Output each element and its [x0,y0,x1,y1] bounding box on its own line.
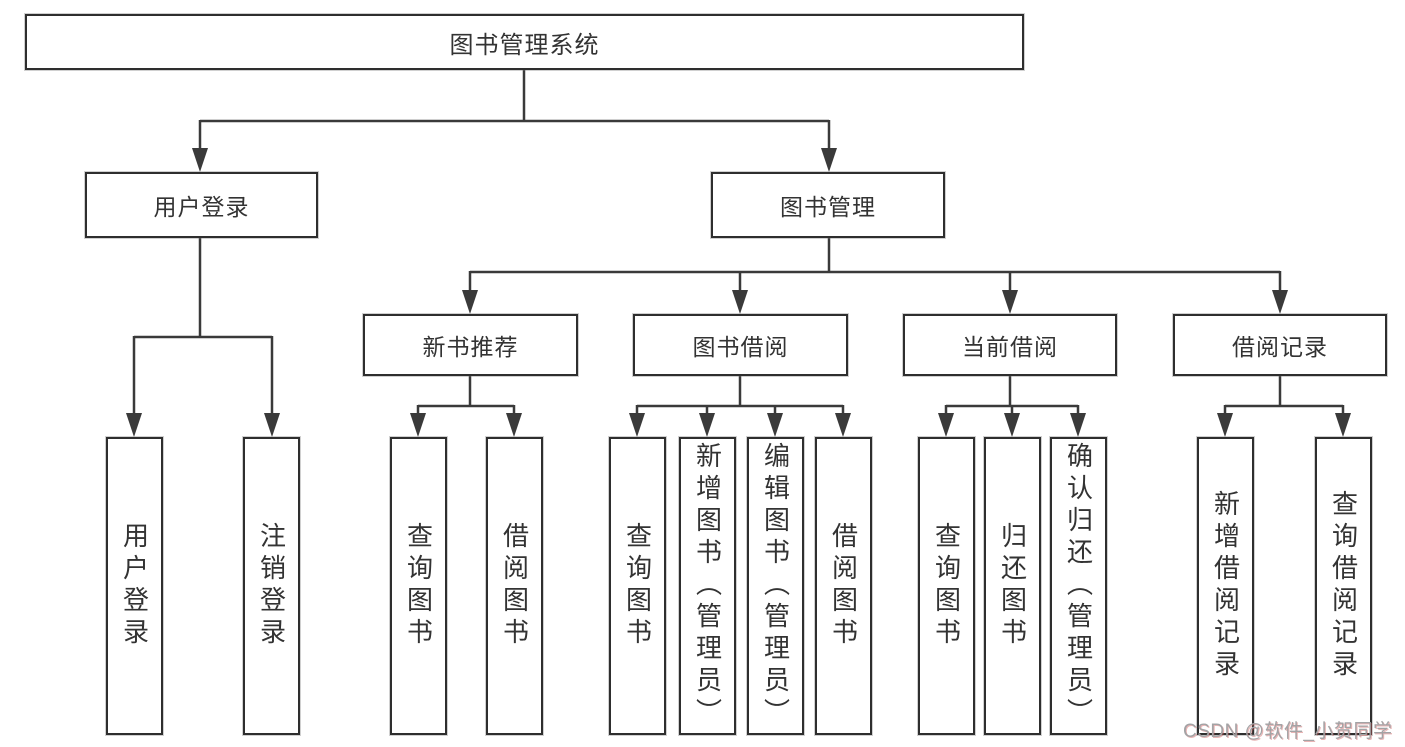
node-label: 用户登录 [153,194,250,220]
node-label: 确认归还（管理员） [1063,442,1094,730]
node-label: 图书管理系统 [449,31,600,59]
node-label: 查询图书 [403,522,434,650]
leaf-current-return-book: 归还图书 [984,437,1041,735]
node-label: 图书借阅 [692,334,789,360]
node-label: 用户登录 [119,522,150,650]
node-root-system: 图书管理系统 [25,14,1024,70]
leaf-user-login: 用户登录 [106,437,163,735]
node-label: 查询图书 [931,522,962,650]
leaf-records-add-record: 新增借阅记录 [1197,437,1254,735]
node-label: 借阅图书 [828,522,859,650]
node-borrow-records: 借阅记录 [1173,314,1387,376]
leaf-borrow-add-book-admin: 新增图书（管理员） [679,437,736,735]
node-label: 借阅图书 [499,522,530,650]
node-current-borrow: 当前借阅 [903,314,1117,376]
node-label: 查询图书 [622,522,653,650]
node-label: 注销登录 [256,522,287,650]
node-label: 查询借阅记录 [1328,490,1359,682]
leaf-borrow-edit-book-admin: 编辑图书（管理员） [747,437,804,735]
node-user-login: 用户登录 [85,172,318,238]
leaf-current-search-book: 查询图书 [918,437,975,735]
leaf-newbook-search-book: 查询图书 [390,437,447,735]
node-label: 借阅记录 [1232,334,1328,360]
node-label: 新书推荐 [422,334,519,360]
node-label: 新增借阅记录 [1210,490,1241,682]
node-new-book-recommend: 新书推荐 [363,314,578,376]
node-label: 当前借阅 [962,334,1058,360]
node-label: 新增图书（管理员） [692,442,723,730]
leaf-logout: 注销登录 [243,437,300,735]
leaf-borrow-search-book: 查询图书 [609,437,666,735]
leaf-current-confirm-return-admin: 确认归还（管理员） [1050,437,1107,735]
leaf-records-search-record: 查询借阅记录 [1315,437,1372,735]
leaf-borrow-borrow-book: 借阅图书 [815,437,872,735]
csdn-watermark: CSDN @软件_小贺同学 [1183,721,1393,742]
node-book-borrow: 图书借阅 [633,314,848,376]
node-book-management: 图书管理 [711,172,945,238]
leaf-newbook-borrow-book: 借阅图书 [486,437,543,735]
node-label: 归还图书 [997,522,1028,650]
node-label: 编辑图书（管理员） [760,442,791,730]
node-label: 图书管理 [780,194,876,220]
arrowhead-icons [126,148,1351,437]
